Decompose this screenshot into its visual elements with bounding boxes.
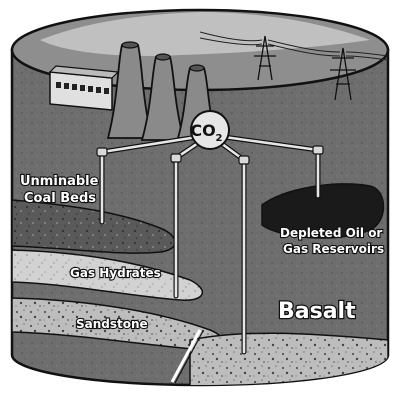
basalt-layer — [189, 332, 388, 385]
label-gas-hydrates: Gas Hydrates — [70, 266, 161, 280]
co2-hub: CO 2 — [190, 110, 230, 150]
gas-hydrates-layer — [12, 249, 203, 301]
co2-subscript: 2 — [216, 133, 223, 144]
label-sandstone: Sandstone — [76, 317, 148, 331]
reservoir-pocket — [261, 183, 385, 239]
injection-pipes — [96, 132, 324, 355]
label-basalt: Basalt — [278, 299, 356, 324]
label-coal-beds: Unminable Coal Beds — [19, 173, 100, 207]
label-reservoirs: Depleted Oil or Gas Reservoirs — [279, 225, 385, 257]
transmission-tower-icon — [254, 35, 356, 101]
factory-icon — [48, 65, 120, 111]
label-reservoir-line1: Depleted Oil or — [280, 226, 382, 240]
power-lines — [199, 31, 389, 61]
label-coal-line2: Coal Beds — [24, 191, 96, 206]
label-coal-line1: Unminable — [20, 174, 99, 189]
fault-line — [170, 329, 202, 383]
label-reservoir-line2: Gas Reservoirs — [283, 242, 384, 256]
co2-label: CO — [190, 121, 215, 140]
